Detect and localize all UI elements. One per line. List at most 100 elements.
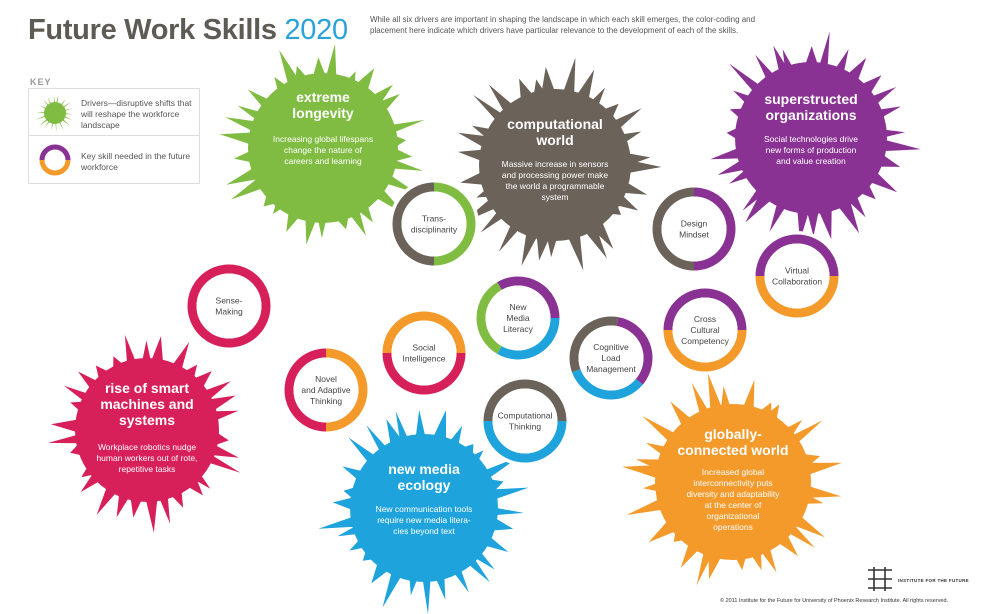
skill-ring-segment [392,182,435,266]
skill-label-line: Intelligence [402,354,445,364]
driver-desc-line: require new media litera- [377,515,471,525]
skill-label-line: disciplinarity [411,225,458,235]
driver-body [75,358,219,502]
skill-ring-segment [569,316,619,373]
driver-title-line: new media [388,461,460,477]
driver-title-line: world [535,132,573,148]
skill-label-line: Sense- [216,296,243,306]
driver-spikes [710,31,921,241]
skill-ring-segment [382,311,466,354]
driver-desc-line: and value creation [776,156,846,166]
driver-desc-line: New communication tools [376,504,473,514]
key-title: KEY [30,77,52,87]
key-skill-text: Key skill needed in the future workforce [81,151,191,172]
driver-title-line: connected world [677,442,788,458]
skill-label-line: Media [506,313,529,323]
skill-label-line: Load [602,353,621,363]
driver-desc-line: diversity and adaptability [686,489,780,499]
skill-ring-segment [476,282,502,354]
driver-title-line: ecology [398,477,451,493]
intro-text: While all six drivers are important in s… [370,15,756,35]
driver-body [350,434,498,582]
skill-ring-segment [325,348,368,432]
skill-label-line: Social [412,343,435,353]
skill-label-line: Trans- [422,214,446,224]
key-box: Drivers—disruptive shifts that will resh… [28,88,200,184]
copyright: © 2011 Institute for the Future for Univ… [720,598,949,604]
driver-body [655,404,811,560]
driver-spikes [457,57,662,271]
driver-title-line: superstructed [764,91,857,107]
driver-spikes [318,409,529,614]
skill-ring-segment [652,187,695,271]
driver-desc-line: Workplace robotics nudge [98,442,196,452]
skill-label-line: Collaboration [772,277,822,287]
driver-title-line: computational [507,116,603,132]
skill-center [196,273,262,339]
skill-center [661,196,727,262]
title-main: Future Work Skills [28,14,277,46]
skill-label-line: Thinking [509,422,541,432]
driver-body [248,73,398,223]
driver-desc-line: careers and learning [284,156,362,166]
skill-label-line: Mindset [679,230,709,240]
driver-desc-line: new forms of production [766,145,857,155]
skill-ring-segment [497,276,560,319]
skill-ring-segment [187,264,230,348]
skill-ring-segment [39,144,71,161]
skill-center [391,320,457,386]
skill-label-line: and Adaptive [301,385,350,395]
iftf-logo-icon [868,567,892,591]
driver-title-line: globally- [704,426,762,442]
skill-label-line: Design [681,219,708,229]
driver-desc-line: change the nature of [284,145,363,155]
key-driver-icon [35,94,73,132]
skill-ring-segment [755,234,839,277]
skill-ring-segment [284,348,327,432]
skill-label-line: Cross [694,314,716,324]
page-title: Future Work Skills 2020 [28,14,348,47]
skill-ring-segment [755,275,839,318]
key-divider [29,135,199,136]
skill-label-line: Making [215,307,243,317]
skill-ring-segment [693,187,736,271]
driver-desc-line: Increasing global lifespans [273,134,373,144]
skill-ring-segment [616,317,653,385]
key-driver-body [44,102,66,124]
driver-title-line: organizations [765,107,856,123]
driver-body [735,62,887,214]
skill-center [672,297,738,363]
driver-desc-line: organizational [707,511,760,521]
driver-body [479,89,631,241]
driver-desc-line: interconnectivity puts [693,478,772,488]
skill-ring-segment [228,264,271,348]
skill-label-line: Literacy [503,324,534,334]
driver-title-line: rise of smart [105,380,189,396]
skill-label-line: New [509,302,527,312]
skill-ring-segment [663,288,747,331]
skill-label-line: Cultural [690,325,719,335]
skill-label-line: Virtual [785,266,809,276]
skill-center [293,357,359,423]
driver-title-line: machines and [100,396,193,412]
key-driver-text: Drivers—disruptive shifts that will resh… [81,98,192,130]
skill-ring-segment [483,420,567,463]
driver-title-line: systems [119,412,175,428]
driver-desc-line: at the center of [705,500,762,510]
skill-label-line: Competency [681,336,729,346]
skill-center [401,191,467,257]
skill-label-line: Novel [315,374,337,384]
key-skill-icon [39,144,71,176]
skill-label-line: Management [586,364,636,374]
